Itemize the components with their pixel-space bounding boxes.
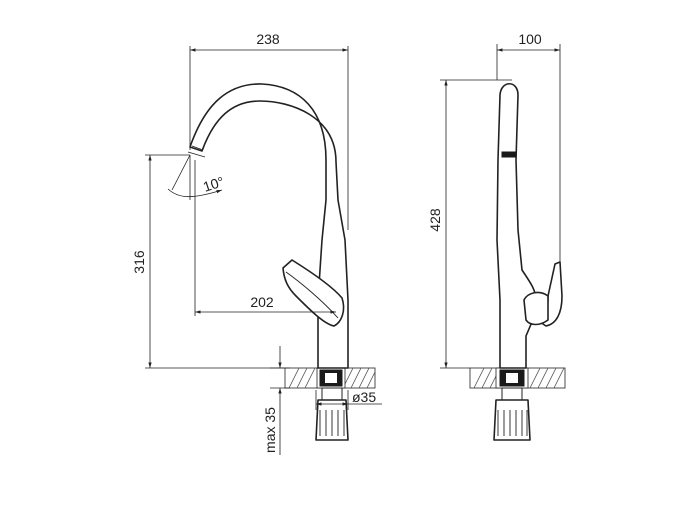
countertop-front xyxy=(284,367,376,389)
side-view: 100 428 xyxy=(427,31,566,441)
dim-label-202: 202 xyxy=(250,294,274,310)
countertop-side xyxy=(469,367,566,389)
dim-label-max-35: max 35 xyxy=(262,407,278,453)
dim-height-316: 316 xyxy=(131,154,285,369)
dim-reach-202: 202 xyxy=(194,160,336,316)
faucet-body-side xyxy=(496,82,537,369)
faucet-body-front xyxy=(189,83,349,369)
dim-label-10deg: 10° xyxy=(201,173,226,195)
front-view: 238 202 10° 316 ø35 xyxy=(131,31,382,455)
shank-front xyxy=(315,387,349,441)
dim-angle-10: 10° xyxy=(167,154,226,200)
dim-depth-100: 100 xyxy=(496,31,561,262)
shank-side xyxy=(493,387,531,441)
dim-label-428: 428 xyxy=(427,208,443,232)
dim-width-238: 238 xyxy=(189,31,349,230)
dim-diameter-35: ø35 xyxy=(315,389,382,410)
dim-max-35: max 35 xyxy=(262,346,290,455)
dim-height-428: 428 xyxy=(427,79,512,369)
dim-label-100: 100 xyxy=(518,31,542,47)
dim-label-35-diameter: ø35 xyxy=(352,389,376,405)
dim-label-238: 238 xyxy=(256,31,280,47)
dim-label-316: 316 xyxy=(131,250,147,274)
